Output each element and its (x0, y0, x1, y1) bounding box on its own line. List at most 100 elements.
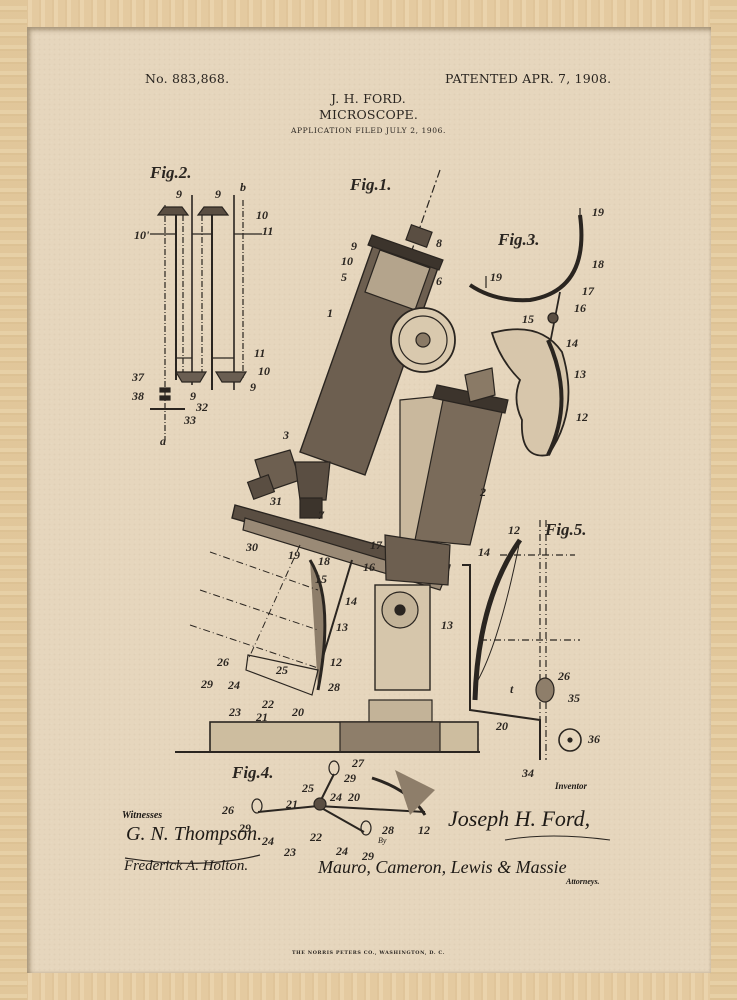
inventor-label: Inventor (555, 781, 588, 791)
fig2-diagram (150, 195, 262, 440)
frame-left-rail (0, 0, 27, 1000)
ref-numeral: 14 (345, 594, 357, 608)
ref-numeral: 18 (592, 257, 604, 271)
ref-numeral: 21 (256, 710, 268, 724)
ref-numeral: 30 (246, 540, 258, 554)
ref-numeral: 10 (256, 208, 268, 222)
ref-numeral: 28 (382, 823, 394, 837)
ref-numeral: 9 (190, 389, 196, 403)
ref-numeral: 29 (201, 677, 213, 691)
ref-numeral: 26 (558, 669, 570, 683)
witness-signature-2: Frederick A. Holton. (124, 858, 249, 874)
patent-number: No. 883,868. (145, 71, 230, 86)
ref-numeral: 16 (574, 301, 586, 315)
ref-numeral: 28 (328, 680, 340, 694)
ref-numeral: 35 (568, 691, 580, 705)
ref-numeral: 19 (592, 205, 604, 219)
ref-numeral: 36 (588, 732, 600, 746)
ref-numeral: 31 (270, 494, 282, 508)
ref-numeral: 27 (352, 756, 364, 770)
ref-numeral: 23 (284, 845, 296, 859)
ref-numeral: 9 (250, 380, 256, 394)
ref-numeral: 9 (215, 187, 221, 201)
ref-numeral: 14 (478, 545, 490, 559)
ref-numeral: 13 (336, 620, 348, 634)
ref-numeral: 3 (283, 428, 289, 442)
fig1-microscope (175, 169, 584, 753)
ref-numeral: 10' (134, 228, 150, 242)
ref-numeral: 29 (239, 821, 251, 835)
ref-numeral: 16 (363, 560, 375, 574)
ref-numeral: 20 (292, 705, 304, 719)
ref-numeral: 17 (370, 538, 382, 552)
ref-numeral: 12 (330, 655, 342, 669)
ref-numeral: 26 (222, 803, 234, 817)
ref-numeral: 9 (176, 187, 182, 201)
ref-numeral: t (510, 682, 514, 696)
attorneys-signature: Mauro, Cameron, Lewis & Massie (318, 857, 567, 877)
ref-numeral: 1 (327, 306, 333, 320)
ref-numeral: 24 (228, 678, 240, 692)
ref-numeral: 26 (217, 655, 229, 669)
ref-numeral: 12 (508, 523, 520, 537)
ref-numeral: 24 (330, 790, 342, 804)
ref-numeral: 37 (132, 370, 144, 384)
witness-signature-1: G. N. Thompson. (126, 823, 263, 845)
ref-numeral: 25 (276, 663, 288, 677)
ref-numeral: 29 (344, 771, 356, 785)
frame-right-rail (710, 0, 737, 1000)
witnesses-label: Witnesses (122, 810, 163, 821)
ref-numeral: 24 (262, 834, 274, 848)
ref-numeral: 32 (196, 400, 208, 414)
ref-numeral: 13 (574, 367, 586, 381)
ref-numeral: 21 (286, 797, 298, 811)
ref-numeral: 10 (258, 364, 270, 378)
ref-numeral: 34 (522, 766, 534, 780)
fig1-label: Fig.1. (350, 175, 392, 194)
ref-numeral: 38 (132, 389, 144, 403)
ref-numeral: 12 (576, 410, 588, 424)
ref-numeral: 14 (566, 336, 578, 350)
ref-numeral: 8 (436, 236, 442, 250)
ref-numeral: 13 (441, 618, 453, 632)
ref-numeral: 19 (288, 548, 300, 562)
frame-top-rail (0, 0, 737, 27)
fig5-label: Fig.5. (545, 520, 587, 539)
ref-numeral: 15 (315, 572, 327, 586)
ref-numeral: 9 (351, 239, 357, 253)
ref-numeral: 10 (341, 254, 353, 268)
fig4-diagram (251, 760, 435, 836)
frame-bottom-rail (0, 973, 737, 1000)
ref-numeral: 33 (184, 413, 196, 427)
fig4-label: Fig.4. (232, 763, 274, 782)
ref-numeral: 6 (436, 274, 442, 288)
ref-numeral: 19 (490, 270, 502, 284)
ref-numeral: 25 (302, 781, 314, 795)
ref-numeral: 11 (254, 346, 266, 360)
ref-numeral: 22 (262, 697, 274, 711)
patented-date: PATENTED APR. 7, 1908. (445, 71, 612, 86)
ref-numeral: 29 (362, 849, 374, 863)
attorneys-label: Attorneys. (566, 877, 600, 886)
fig5-diagram (462, 520, 582, 760)
application-filed-date: APPLICATION FILED JULY 2, 1906. (290, 126, 447, 135)
ref-numeral: a (160, 434, 166, 448)
patent-title: MICROSCOPE. (318, 107, 419, 122)
ref-numeral: 18 (318, 554, 330, 568)
ref-numeral: 12 (418, 823, 430, 837)
fig3-label: Fig.3. (498, 230, 540, 249)
fig2-label: Fig.2. (150, 163, 192, 182)
ref-numeral: 2 (480, 485, 486, 499)
ref-numeral: 15 (522, 312, 534, 326)
ref-numeral: 22 (310, 830, 322, 844)
ref-numeral: 24 (336, 844, 348, 858)
inventor-header: J. H. FORD. (331, 91, 406, 106)
ref-numeral: 23 (229, 705, 241, 719)
ref-numeral: 20 (496, 719, 508, 733)
ref-numeral: 20 (348, 790, 360, 804)
ref-numeral: 7 (318, 508, 324, 522)
ref-numeral: 11 (262, 224, 274, 238)
ref-numeral: 17 (582, 284, 594, 298)
ref-numeral: b (240, 180, 246, 194)
